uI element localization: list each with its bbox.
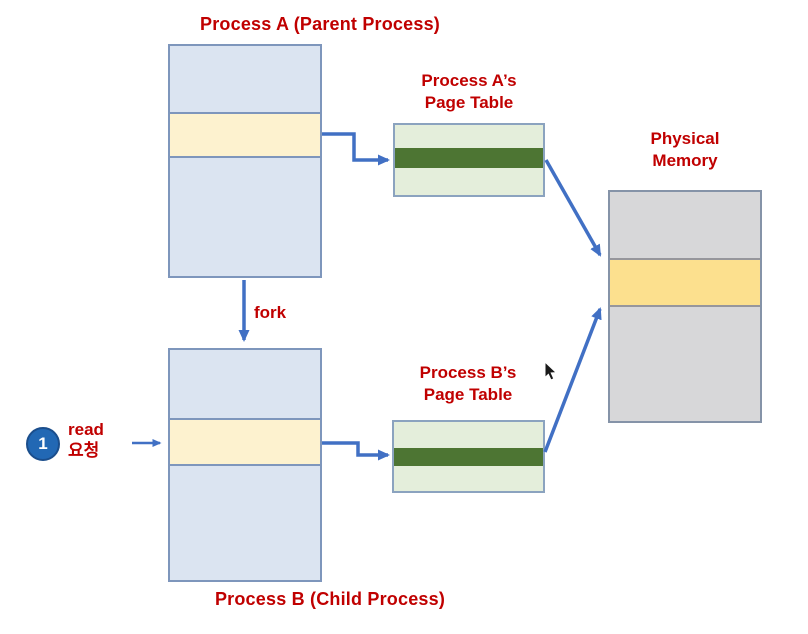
process-a-segment-top xyxy=(170,46,320,112)
process-a-box xyxy=(168,44,322,278)
pagetable-a-row-top xyxy=(395,125,543,148)
pagetable-a-row-bottom xyxy=(395,168,543,195)
process-a-segment-bottom xyxy=(170,158,320,276)
pagetable-b-box xyxy=(392,420,545,493)
pagetable-a-title: Process A’s Page Table xyxy=(385,70,553,114)
physical-memory-segment-top xyxy=(610,192,760,258)
physical-memory-title: Physical Memory xyxy=(600,128,770,172)
process-a-title: Process A (Parent Process) xyxy=(200,14,440,34)
physical-memory-title-line2: Memory xyxy=(652,151,718,170)
process-b-title: Process B (Child Process) xyxy=(214,589,446,609)
arrow-pagetable-b-to-memory xyxy=(543,307,602,453)
pagetable-b-row-bottom xyxy=(394,466,543,491)
physical-memory-shared-frame xyxy=(610,258,760,307)
physical-memory-segment-bottom xyxy=(610,307,760,421)
pagetable-a-entry-row xyxy=(395,148,543,168)
pagetable-b-title-line2: Page Table xyxy=(423,385,513,404)
pagetable-a-title-line2: Page Table xyxy=(424,93,514,112)
process-a-highlight-page xyxy=(170,112,320,158)
arrow-pagetable-a-to-memory xyxy=(544,159,602,257)
physical-memory-box xyxy=(608,190,762,423)
read-request-label-line1: read xyxy=(68,420,104,439)
pagetable-a-title-line1: Process A’s xyxy=(421,71,517,90)
arrow-process-a-to-pagetable-a xyxy=(322,132,390,166)
process-b-box xyxy=(168,348,322,582)
read-request-label-line2: 요청 xyxy=(68,441,100,460)
pagetable-b-row-top xyxy=(394,422,543,448)
physical-memory-title-line1: Physical xyxy=(650,129,720,148)
pagetable-b-title: Process B’s Page Table xyxy=(384,362,552,406)
step-1-badge: 1 xyxy=(26,427,60,461)
process-b-segment-bottom xyxy=(170,466,320,580)
pagetable-a-box xyxy=(393,123,545,197)
read-request-label: read 요청 xyxy=(68,419,138,461)
pagetable-b-title-line1: Process B’s xyxy=(419,363,517,382)
fork-label: fork xyxy=(254,303,287,322)
arrow-process-b-to-pagetable-b xyxy=(322,441,390,461)
pagetable-b-entry-row xyxy=(394,448,543,466)
step-1-badge-number: 1 xyxy=(38,434,48,453)
process-b-segment-top xyxy=(170,350,320,418)
process-b-highlight-page xyxy=(170,418,320,466)
